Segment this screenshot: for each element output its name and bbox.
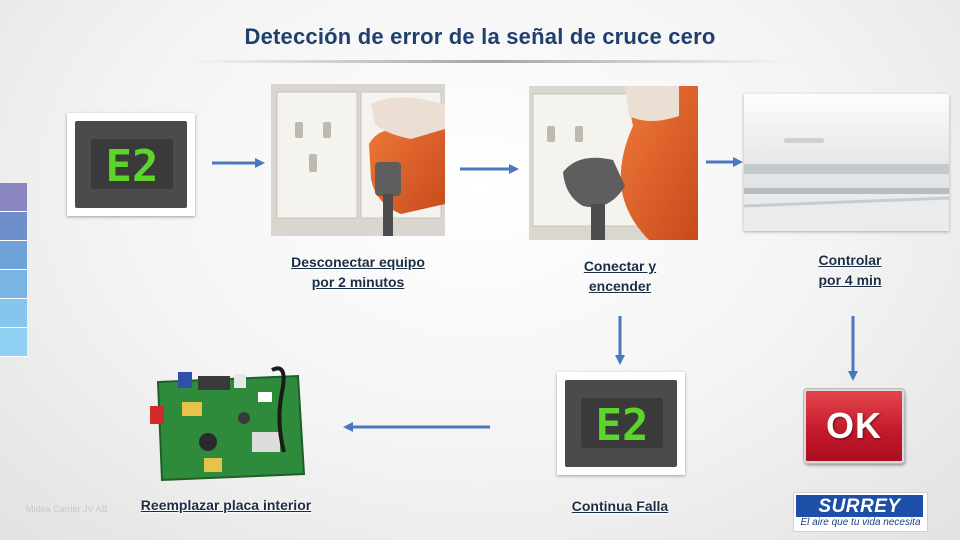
logo-name: SURREY (818, 496, 901, 517)
error-display-panel: E2 (67, 113, 195, 216)
replace-label-text: Reemplazar placa interior (140, 497, 312, 513)
error-code-graphic: E2 (91, 139, 173, 192)
error-code: E2 (106, 141, 159, 192)
ok-text: OK (826, 405, 882, 446)
watermark: Midea Carrier JV AB (26, 504, 108, 514)
logo-banner: SURREY (796, 495, 923, 517)
page-title: Detección de error de la señal de cruce … (244, 24, 716, 49)
unplug-photo (271, 84, 445, 236)
plug-label-line1: Conectar y (583, 258, 657, 274)
hand-unplug-image (271, 84, 445, 236)
ac-unit-photo (744, 94, 949, 231)
unplug-label: Desconectar equipo por 2 minutos (268, 252, 448, 292)
strip-block (0, 328, 27, 357)
fault-display-panel: E2 (557, 372, 685, 475)
strip-block (0, 183, 27, 212)
unplug-label-line2: por 2 minutos (311, 274, 405, 290)
monitor-label-line1: Controlar (818, 252, 882, 268)
strip-block (0, 241, 27, 270)
control-board-image (150, 366, 306, 482)
monitor-label-line2: por 4 min (818, 272, 882, 288)
fault-label: Continua Falla (520, 496, 720, 516)
monitor-label: Controlar por 4 min (780, 250, 920, 290)
error-display: E2 (75, 121, 187, 208)
pcb-board-photo (148, 362, 308, 484)
unplug-label-line1: Desconectar equipo (291, 254, 425, 270)
surrey-logo: SURREY El aire que tu vida necesita (793, 492, 928, 532)
replace-label: Reemplazar placa interior (116, 495, 336, 515)
fault-label-text: Continua Falla (571, 498, 669, 514)
fault-code: E2 (596, 400, 649, 451)
logo-tagline: El aire que tu vida necesita (800, 517, 921, 528)
fault-display: E2 (565, 380, 677, 467)
fault-code-graphic: E2 (581, 398, 663, 451)
strip-block (0, 299, 27, 328)
plug-label: Conectar y encender (540, 256, 700, 296)
plug-label-line2: encender (588, 278, 652, 294)
side-color-strip (0, 183, 27, 357)
ok-badge: OK (804, 389, 904, 463)
plug-photo (529, 86, 698, 240)
hand-plug-image (529, 86, 698, 240)
strip-block (0, 212, 27, 241)
air-conditioner-image (744, 94, 949, 231)
title-divider (190, 60, 790, 63)
strip-block (0, 270, 27, 299)
